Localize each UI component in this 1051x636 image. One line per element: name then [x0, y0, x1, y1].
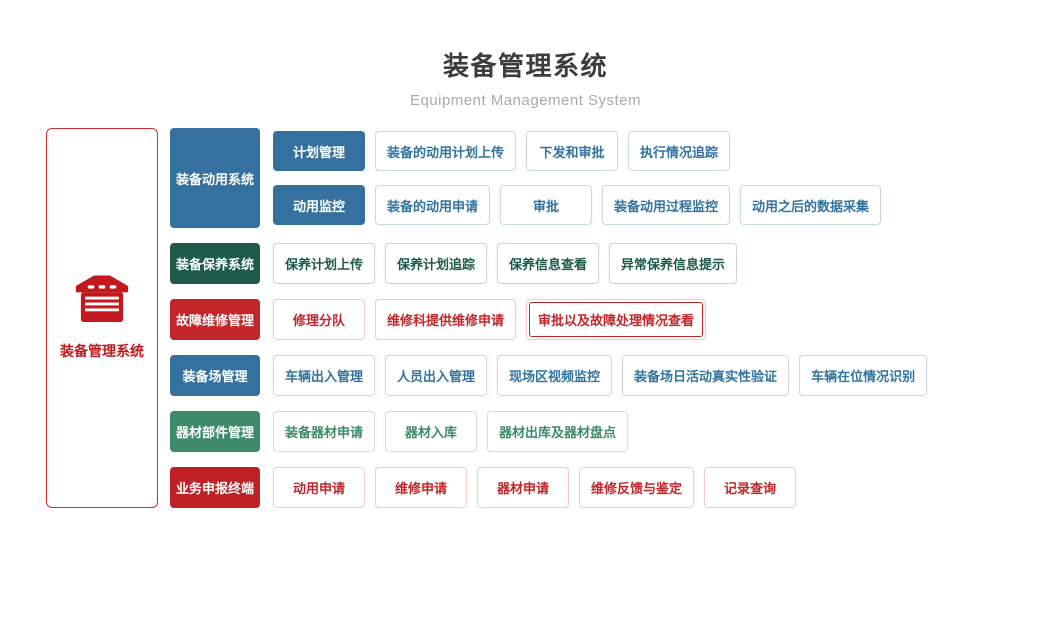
feature-chip: 执行情况追踪: [628, 131, 731, 171]
feature-chip: 修理分队: [273, 299, 365, 340]
feature-chip: 维修申请: [375, 467, 467, 508]
feature-chip: 异常保养信息提示: [609, 243, 738, 284]
category-equipment-usage-system: 装备动用系统: [170, 128, 260, 228]
feature-chip: 现场区视频监控: [497, 355, 613, 396]
row-material-parts-management: 器材部件管理 装备器材申请 器材入库 器材出库及器材盘点: [170, 411, 927, 452]
yard-chips: 车辆出入管理 人员出入管理 现场区视频监控 装备场日活动真实性验证 车辆在位情况…: [273, 355, 928, 396]
feature-chip: 下发和审批: [526, 131, 619, 171]
row-fault-repair-management: 故障维修管理 修理分队 维修科提供维修申请 审批以及故障处理情况查看: [170, 299, 927, 340]
feature-chip: 人员出入管理: [385, 355, 488, 396]
page-title: 装备管理系统: [442, 51, 608, 81]
repair-chips: 修理分队 维修科提供维修申请 审批以及故障处理情况查看: [273, 299, 707, 340]
row-equipment-usage-system: 装备动用系统 计划管理 装备的动用计划上传 下发和审批 执行情况追踪 动用监控 …: [170, 128, 927, 228]
feature-chip: 车辆在位情况识别: [799, 355, 928, 396]
row-business-reporting-terminal: 业务申报终端 动用申请 维修申请 器材申请 维修反馈与鉴定 记录查询: [170, 467, 927, 508]
material-chips: 装备器材申请 器材入库 器材出库及器材盘点: [273, 411, 629, 452]
feature-chip: 装备场日活动真实性验证: [622, 355, 790, 396]
category-business-reporting-terminal: 业务申报终端: [170, 467, 260, 508]
row-maintenance-system: 装备保养系统 保养计划上传 保养计划追踪 保养信息查看 异常保养信息提示: [170, 243, 927, 284]
chip-usage-monitoring: 动用监控: [273, 185, 365, 225]
feature-chip: 保养信息查看: [497, 243, 600, 284]
header: 装备管理系统 Equipment Management System: [0, 46, 1051, 109]
category-fault-repair-management: 故障维修管理: [170, 299, 260, 340]
garage-icon: [75, 275, 129, 330]
feature-chip: 动用之后的数据采集: [740, 185, 882, 225]
feature-chip: 装备的动用计划上传: [375, 131, 517, 171]
usage-subrows: 计划管理 装备的动用计划上传 下发和审批 执行情况追踪 动用监控 装备的动用申请…: [273, 128, 882, 228]
subrow-usage-monitoring: 动用监控 装备的动用申请 审批 装备动用过程监控 动用之后的数据采集: [273, 185, 882, 225]
feature-chip: 车辆出入管理: [273, 355, 376, 396]
feature-chip: 器材申请: [477, 467, 569, 508]
page-subtitle: Equipment Management System: [409, 92, 642, 109]
system-diagram: 装备管理系统 装备动用系统 计划管理 装备的动用计划上传 下发和审批 执行情况追…: [46, 128, 928, 508]
feature-chip: 保养计划追踪: [385, 243, 488, 284]
feature-chip-highlighted: 审批以及故障处理情况查看: [526, 299, 707, 340]
root-node-label: 装备管理系统: [60, 343, 144, 359]
maintenance-chips: 保养计划上传 保养计划追踪 保养信息查看 异常保养信息提示: [273, 243, 738, 284]
feature-chip: 保养计划上传: [273, 243, 376, 284]
feature-chip: 记录查询: [704, 467, 797, 508]
feature-chip: 装备器材申请: [273, 411, 376, 452]
feature-chip: 动用申请: [273, 467, 365, 508]
root-node-equipment-management: 装备管理系统: [46, 128, 158, 508]
subrow-plan-management: 计划管理 装备的动用计划上传 下发和审批 执行情况追踪: [273, 131, 881, 171]
feature-chip: 装备的动用申请: [375, 185, 491, 225]
row-equipment-yard-management: 装备场管理 车辆出入管理 人员出入管理 现场区视频监控 装备场日活动真实性验证 …: [170, 355, 928, 396]
feature-chip: 维修反馈与鉴定: [579, 467, 695, 508]
feature-chip: 装备动用过程监控: [602, 185, 731, 225]
feature-chip: 维修科提供维修申请: [375, 299, 517, 340]
category-material-parts-management: 器材部件管理: [170, 411, 260, 452]
category-equipment-yard-management: 装备场管理: [170, 355, 260, 396]
category-maintenance-system: 装备保养系统: [170, 243, 260, 284]
reporting-chips: 动用申请 维修申请 器材申请 维修反馈与鉴定 记录查询: [273, 467, 797, 508]
feature-chip: 审批: [500, 185, 593, 225]
feature-chip: 器材入库: [385, 411, 478, 452]
feature-chip: 器材出库及器材盘点: [487, 411, 629, 452]
module-grid: 装备动用系统 计划管理 装备的动用计划上传 下发和审批 执行情况追踪 动用监控 …: [170, 128, 928, 508]
chip-plan-management: 计划管理: [273, 131, 365, 171]
